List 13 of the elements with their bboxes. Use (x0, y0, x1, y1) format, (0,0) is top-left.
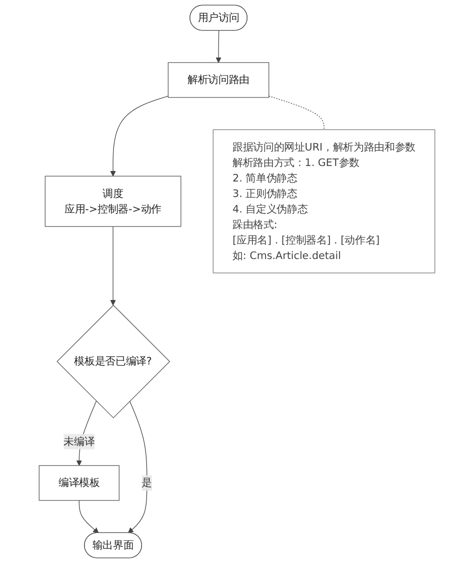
arrow (216, 30, 222, 63)
node-box: 编译模板 (38, 465, 120, 501)
node-diamond: 模板是否已编译? (56, 304, 170, 418)
node-box: 解析访问路由 (168, 62, 270, 98)
edge-label: 未编译 (64, 435, 95, 448)
connector (268, 96, 324, 130)
arrow (110, 96, 169, 176)
arrow (78, 500, 99, 534)
node-box: 调度 应用->控制器->动作 (44, 176, 182, 227)
node-box: 跟据访问的网址URI，解析为路由和参数 解析路由方式：1. GET参数 2. 简单伪静态 3. 正则伪静态 4. 自定义伪静态 跺由格式: [应用名] . [控制器名] . [动作名] 如: Cms.Article.detail (212, 129, 436, 274)
edge-label: 是 (142, 476, 152, 489)
arrow (128, 400, 148, 534)
arrow (110, 226, 116, 306)
